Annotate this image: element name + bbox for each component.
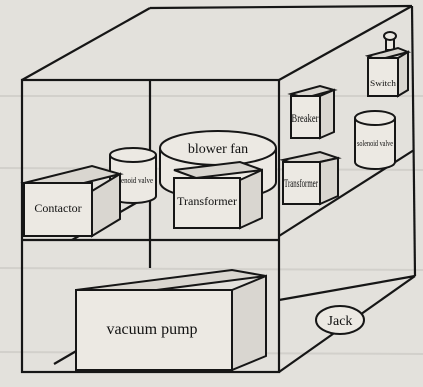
blower-fan-label: blower fan (188, 142, 248, 157)
transformer-right-label: Transformer (284, 176, 318, 190)
transformer-left-side (239, 168, 263, 230)
switch-label: Switch (370, 79, 396, 88)
solenoid-valve-left-label: solenoid valve (113, 176, 153, 185)
transformer-right-side (319, 156, 339, 206)
top-right-depth-edge (278, 5, 413, 81)
transformer-left-front (173, 177, 241, 229)
transformer-left: Transformer (173, 160, 263, 230)
solenoid-valve-right-top (354, 110, 396, 126)
contactor-label: Contactor (34, 201, 81, 215)
transformer-right: Transformer (279, 150, 342, 206)
solenoid-valve-left-top (109, 147, 157, 163)
interior-floor-edge (53, 349, 79, 365)
vacuum-pump-label: vacuum pump (106, 321, 197, 338)
vacuum-pump-side (231, 274, 267, 372)
breaker-front (290, 95, 321, 139)
breaker: Breaker (287, 84, 338, 140)
switch: Switch (364, 31, 412, 98)
back-right-edge (410, 5, 417, 277)
contactor-side (91, 172, 121, 238)
vacuum-pump-front (75, 289, 233, 371)
switch-knob-cap (383, 31, 397, 41)
contactor-front (23, 182, 93, 237)
top-left-depth-edge (21, 7, 151, 81)
breaker-side (319, 88, 335, 140)
jack-outline (315, 305, 365, 335)
solenoid-valve-right: solenoid valve (354, 110, 396, 170)
transformer-right-front (282, 161, 321, 205)
jack-label: Jack (328, 314, 353, 329)
back-top-edge (149, 4, 413, 10)
jack: Jack (315, 305, 365, 335)
transformer-left-label: Transformer (177, 194, 237, 208)
switch-side (397, 50, 409, 98)
solenoid-valve-right-label: solenoid valve (357, 139, 393, 148)
breaker-label: Breaker (292, 111, 319, 125)
solenoid-valve-right-body (354, 118, 396, 170)
contactor: Contactor (20, 164, 124, 238)
vacuum-pump: vacuum pump (75, 268, 267, 372)
switch-front (367, 57, 399, 97)
solenoid-valve-left: solenoid valve (109, 147, 157, 204)
floor-back-line (278, 274, 416, 302)
